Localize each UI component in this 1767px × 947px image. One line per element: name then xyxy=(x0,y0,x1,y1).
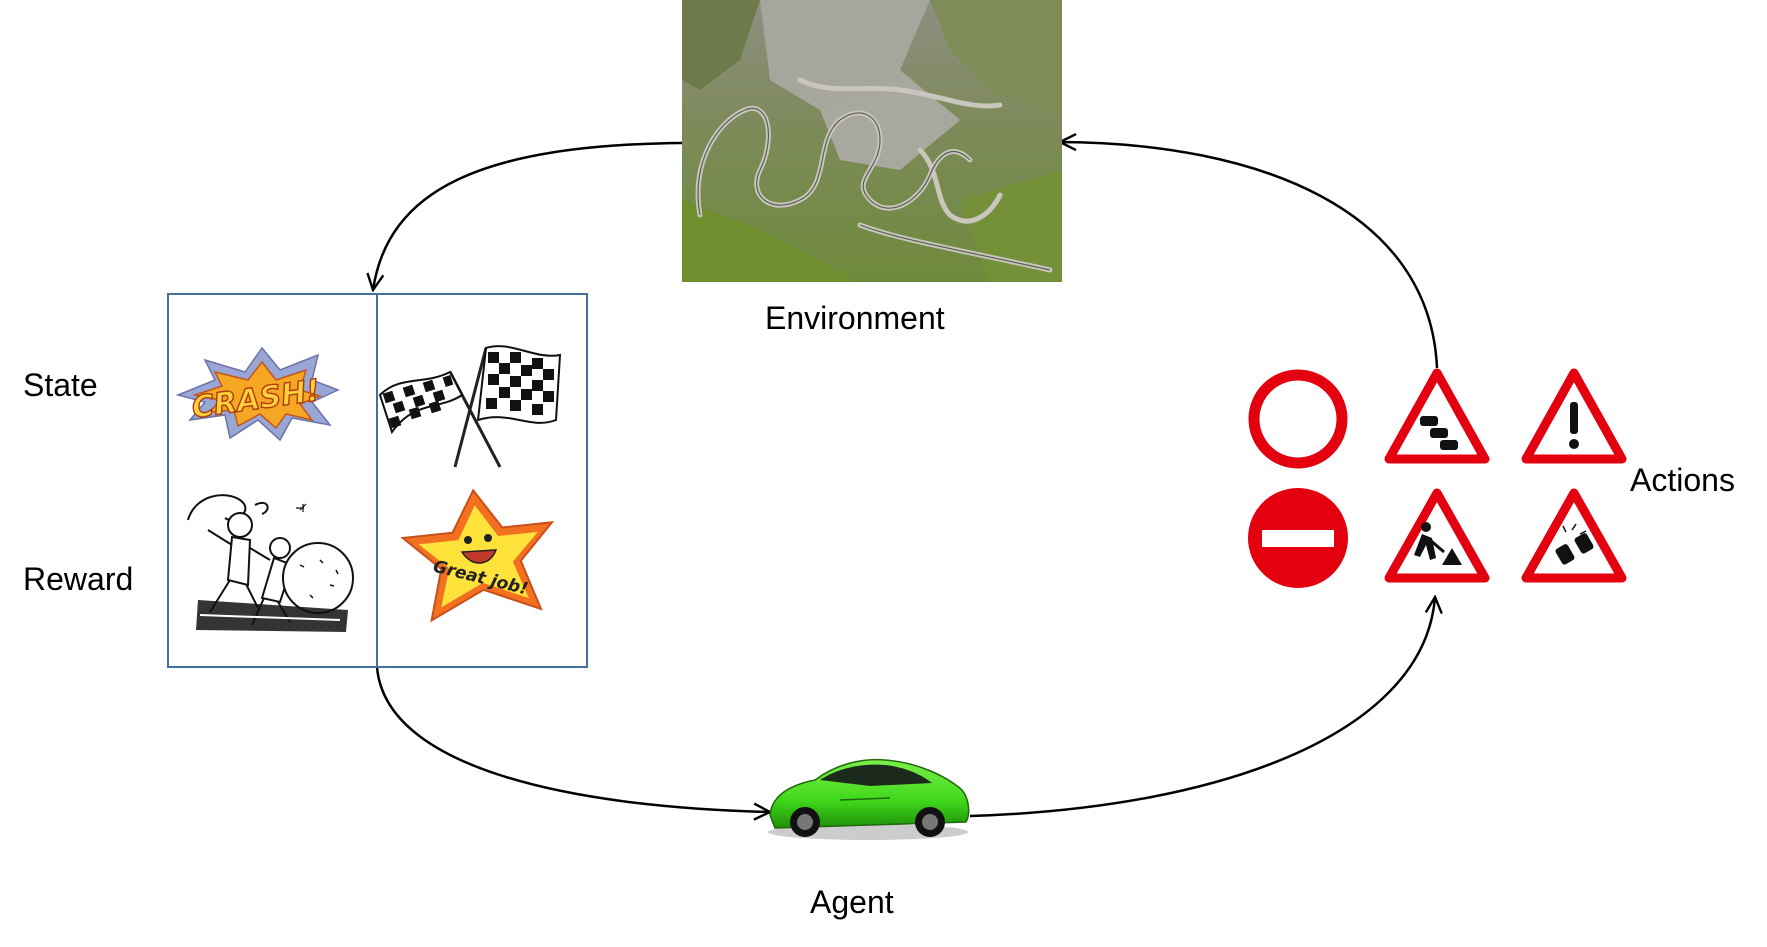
arrow-agent-to-actions xyxy=(969,597,1435,818)
no-entry-sign xyxy=(1248,488,1348,588)
state-label: State xyxy=(23,367,98,403)
cartoon-fight-icon xyxy=(187,494,354,632)
general-warning-sign xyxy=(1521,368,1627,464)
agent-label: Agent xyxy=(810,884,894,920)
arrow-state-to-agent xyxy=(375,666,770,812)
crash-warning-sign xyxy=(1521,488,1627,583)
reward-label: Reward xyxy=(23,561,134,597)
roadworks-sign xyxy=(1384,488,1490,583)
arrow-environment-to-state xyxy=(373,141,683,290)
great-job-star-icon: Great job! xyxy=(400,488,555,623)
environment-road-image xyxy=(682,0,1062,282)
actions-label: Actions xyxy=(1630,462,1735,498)
traffic-queue-sign xyxy=(1384,368,1490,464)
green-sports-car-icon xyxy=(768,758,970,840)
arrow-actions-to-environment xyxy=(1060,142,1439,369)
no-vehicles-sign xyxy=(1248,369,1348,469)
state-reward-box xyxy=(167,293,588,668)
environment-label: Environment xyxy=(765,300,945,336)
crash-burst-icon: CRASH! xyxy=(175,346,340,442)
checkered-flags-icon xyxy=(378,345,562,468)
